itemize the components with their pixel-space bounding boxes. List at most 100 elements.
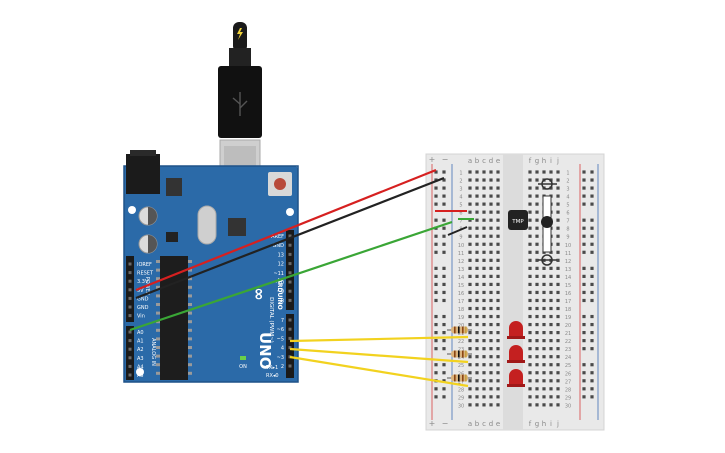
analog-header[interactable] xyxy=(126,326,134,380)
row-label-left: 7 xyxy=(459,219,462,225)
analog-header-title: ANALOG IN xyxy=(150,338,156,366)
temperature-sensor[interactable]: TMP xyxy=(508,210,528,230)
arduino-uno-board[interactable]: ∞ ARDUINO UNO DIGITAL (PWM~) POWER ANALO… xyxy=(123,150,299,383)
row-label-left: 11 xyxy=(458,251,464,257)
column-label: j xyxy=(556,157,559,165)
power-pin-label-ioref: IOREF xyxy=(137,262,152,268)
red-led[interactable] xyxy=(507,321,525,339)
row-label-right: 28 xyxy=(565,387,571,393)
power-pin-label-gnd: GND xyxy=(137,296,149,302)
resistor[interactable] xyxy=(447,350,472,358)
row-label-left: 21 xyxy=(458,331,464,337)
row-label-right: 26 xyxy=(565,371,571,377)
row-label-left: 2 xyxy=(459,179,462,185)
resistor[interactable] xyxy=(447,374,472,382)
column-label: i xyxy=(550,157,552,165)
sensor-label: TMP xyxy=(511,219,524,225)
row-label-right: 11 xyxy=(565,251,571,257)
arduino-wordmark: ARDUINO xyxy=(276,278,283,309)
analog-pin-label-a1: A1 xyxy=(137,339,144,345)
digital-header-upper[interactable] xyxy=(286,230,294,310)
digital-pin-label-7: 7 xyxy=(281,318,284,324)
digital-pin-label-11: ~11 xyxy=(273,271,284,277)
wire-pin2[interactable] xyxy=(289,355,469,388)
wire-5v[interactable] xyxy=(135,168,437,292)
column-label: g xyxy=(535,157,539,165)
rail-minus-label: − xyxy=(442,155,449,164)
column-label: i xyxy=(550,420,552,428)
power-pin-label-vin: Vin xyxy=(137,314,145,320)
column-label: a xyxy=(468,157,472,165)
crystal xyxy=(197,205,217,245)
column-label: h xyxy=(542,157,546,165)
usb-icon xyxy=(232,92,248,116)
power-jack xyxy=(126,154,160,194)
rail-minus-label-bottom: − xyxy=(442,419,449,428)
probe-component[interactable] xyxy=(538,178,557,266)
row-label-right: 16 xyxy=(565,291,571,297)
digital-header-lower[interactable] xyxy=(286,314,294,378)
usb-cable[interactable] xyxy=(218,22,262,179)
row-label-left: 14 xyxy=(458,275,464,281)
row-label-right: 29 xyxy=(565,395,571,401)
row-label-left: 17 xyxy=(458,299,464,305)
row-label-right: 25 xyxy=(565,363,571,369)
digital-header-title: DIGITAL (PWM~) xyxy=(268,297,274,343)
row-label-right: 30 xyxy=(565,403,571,409)
analog-pin-label-a2: A2 xyxy=(137,347,144,353)
column-label: j xyxy=(556,420,559,428)
row-label-left: 16 xyxy=(458,291,464,297)
arduino-infinity-icon: ∞ xyxy=(250,287,269,300)
wire-a0[interactable] xyxy=(129,220,453,332)
breadboard[interactable]: + − + − 11223344556677889910101111121213… xyxy=(425,153,605,431)
voltage-regulator xyxy=(166,178,182,196)
digital-pin-label-13: 13 xyxy=(278,252,284,258)
column-label: g xyxy=(535,420,539,428)
row-label-right: 5 xyxy=(566,203,569,209)
row-label-left: 9 xyxy=(459,235,462,241)
column-label: b xyxy=(475,420,480,428)
column-label: e xyxy=(496,157,500,165)
digital-pin-label-2: 2 xyxy=(281,364,284,370)
digital-pin-label-9: ~9 xyxy=(277,289,284,295)
row-label-right: 9 xyxy=(566,235,569,241)
power-pin-label-reset: RESET xyxy=(137,271,154,277)
row-label-left: 12 xyxy=(458,259,464,265)
analog-pin-label-a5: A5 xyxy=(137,373,144,379)
row-label-right: 15 xyxy=(565,283,571,289)
wire-gnd[interactable] xyxy=(135,176,445,300)
red-led[interactable] xyxy=(507,345,525,363)
row-label-right: 14 xyxy=(565,275,571,281)
digital-pin-label-10: ~10 xyxy=(273,280,284,286)
wire-pin3[interactable] xyxy=(289,347,469,364)
row-label-left: 28 xyxy=(458,387,464,393)
row-label-left: 18 xyxy=(458,307,464,313)
jumper-black[interactable] xyxy=(447,226,468,236)
row-label-right: 22 xyxy=(565,339,571,345)
row-label-right: 18 xyxy=(565,307,571,313)
rx-label: RX◂0 xyxy=(266,373,279,379)
row-label-left: 13 xyxy=(458,267,464,273)
row-label-left: 25 xyxy=(458,363,464,369)
digital-pin-label-gnd: GND xyxy=(273,243,285,249)
red-led[interactable] xyxy=(507,369,525,387)
row-label-left: 6 xyxy=(459,211,462,217)
row-label-left: 24 xyxy=(458,355,464,361)
row-label-right: 3 xyxy=(566,187,569,193)
digital-pin-label-8: 8 xyxy=(281,298,284,304)
wire-pin4[interactable] xyxy=(289,335,469,343)
row-label-right: 19 xyxy=(565,315,571,321)
row-label-left: 20 xyxy=(458,323,464,329)
row-label-right: 24 xyxy=(565,355,571,361)
digital-pin-label-12: 12 xyxy=(278,262,284,268)
row-label-left: 22 xyxy=(458,339,464,345)
row-label-left: 26 xyxy=(458,371,464,377)
row-label-left: 3 xyxy=(459,187,462,193)
resistor[interactable] xyxy=(447,326,472,334)
row-label-left: 23 xyxy=(458,347,464,353)
digital-pin-label-5: ~5 xyxy=(277,336,284,342)
row-label-left: 29 xyxy=(458,395,464,401)
row-label-right: 17 xyxy=(565,299,571,305)
row-label-right: 7 xyxy=(566,219,569,225)
